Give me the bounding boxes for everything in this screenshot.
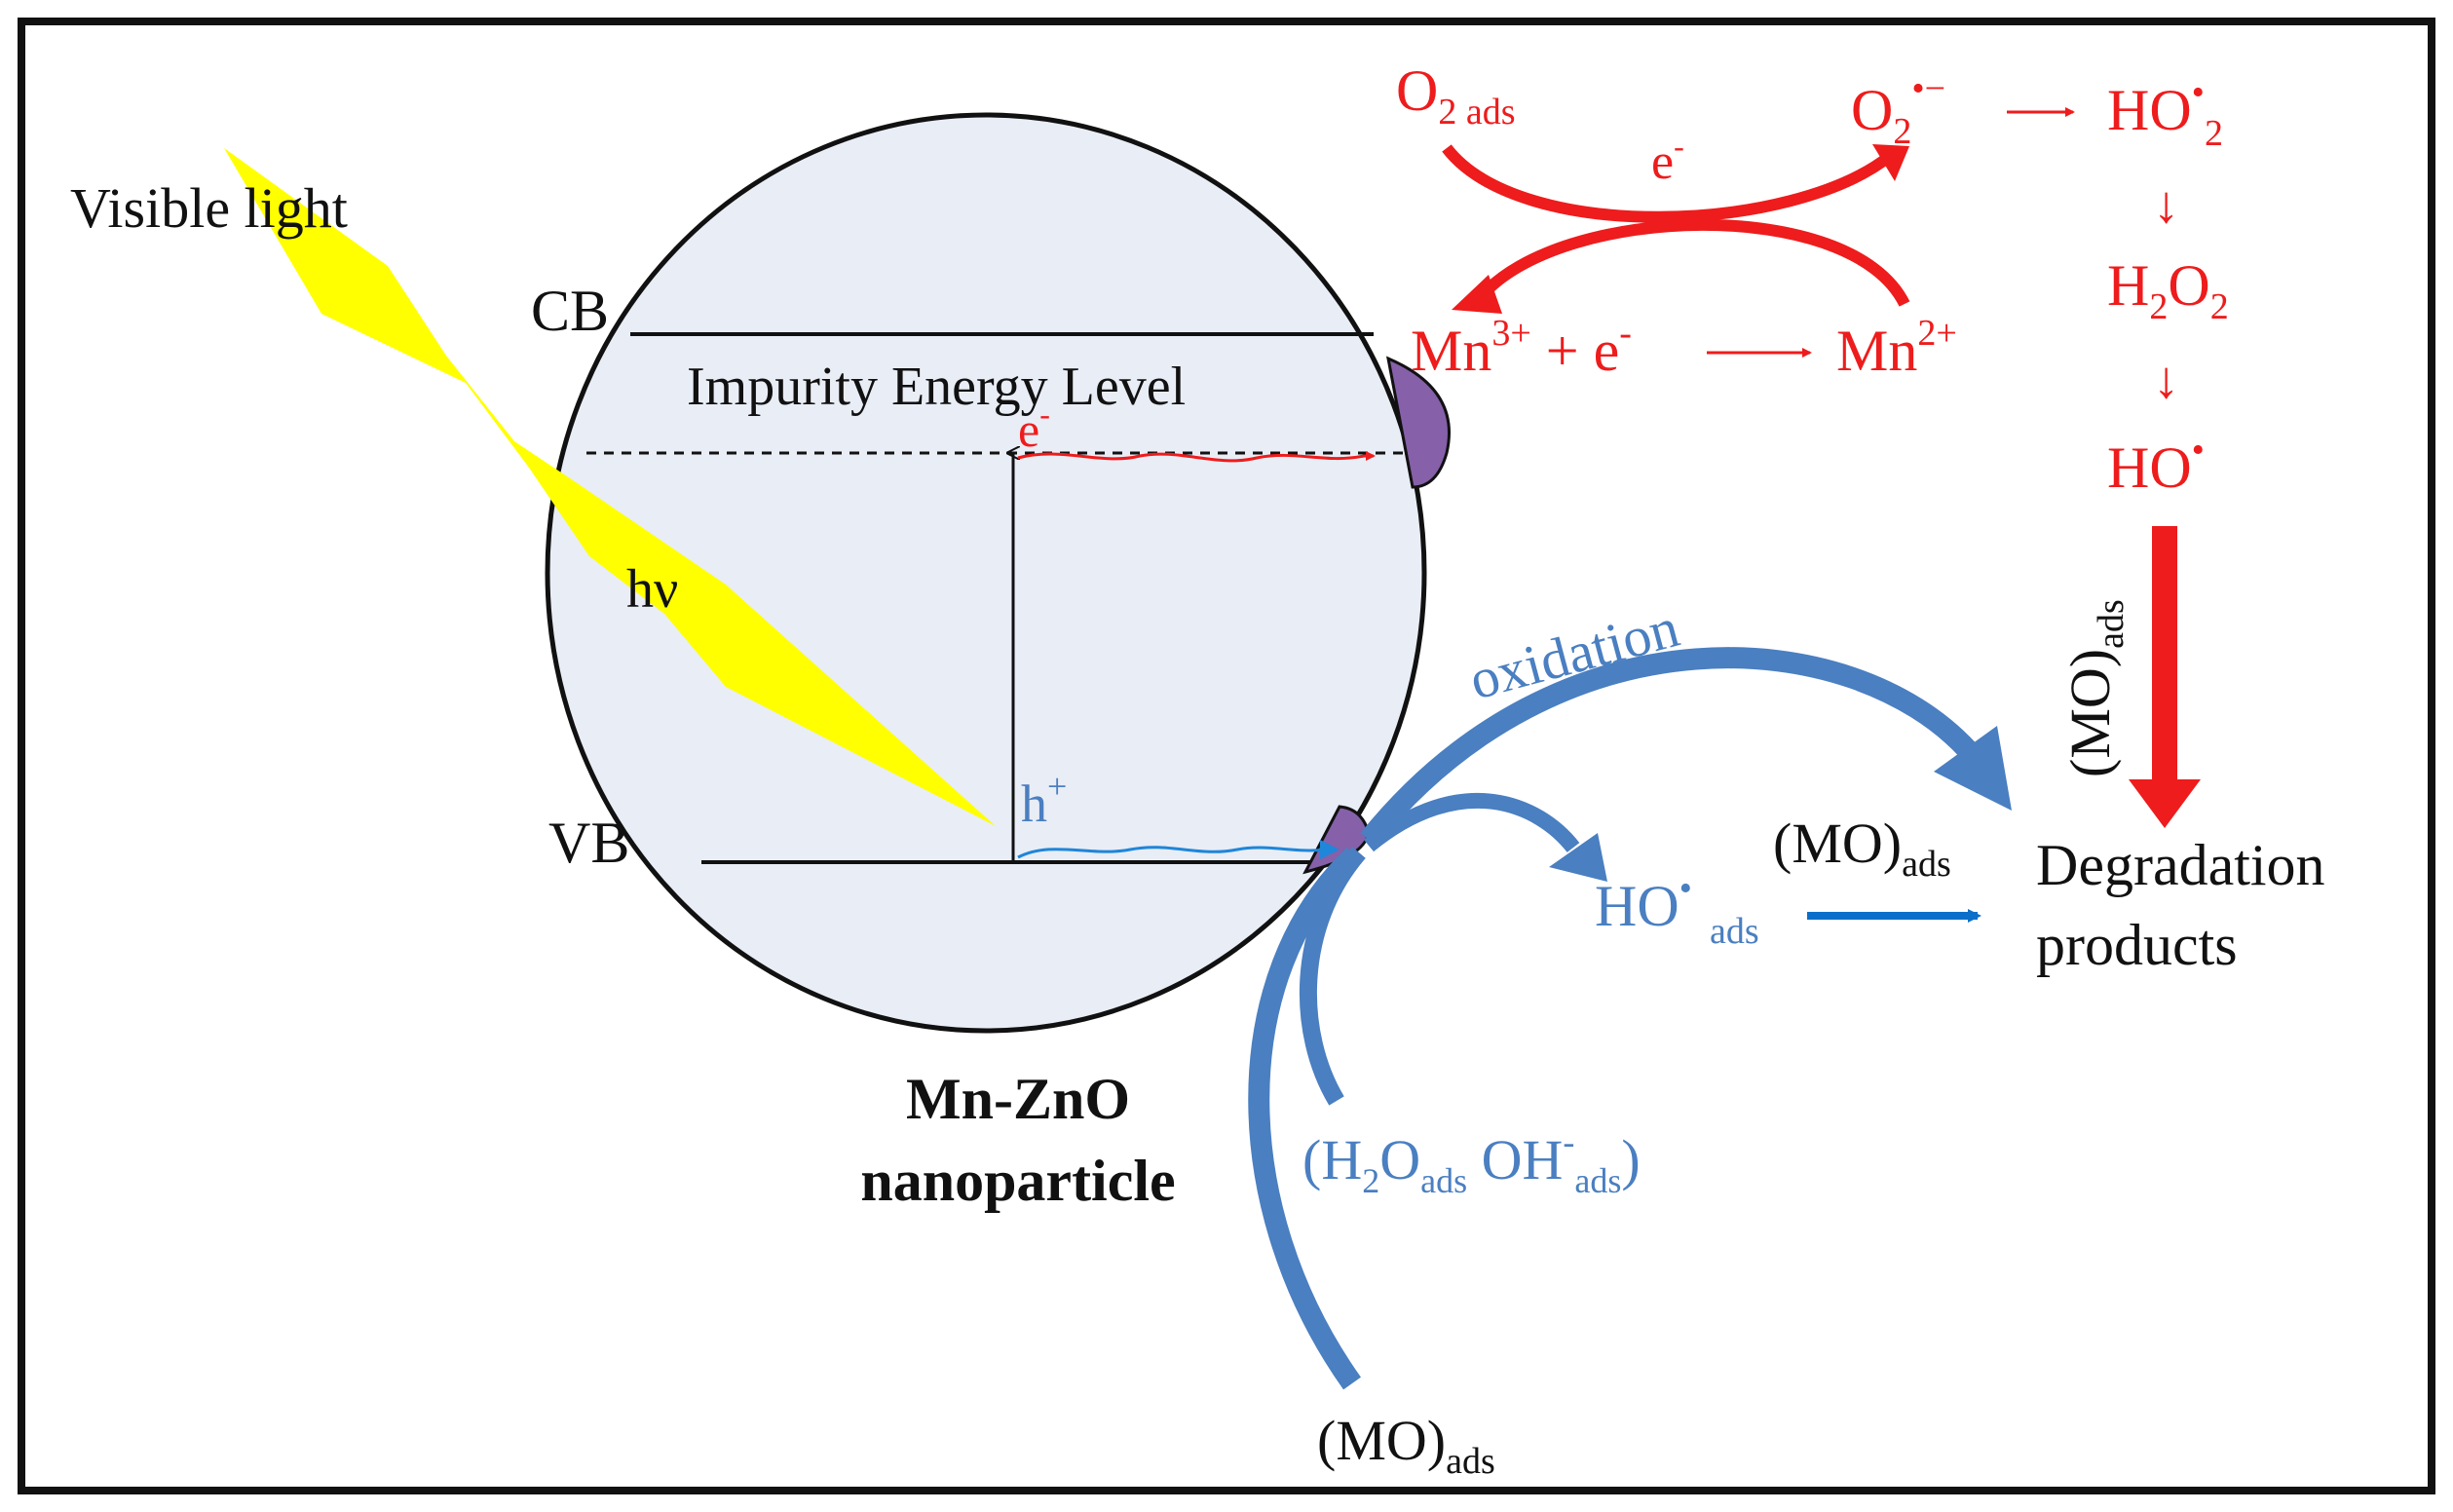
particle-name-line1: Mn-ZnO <box>906 1067 1130 1131</box>
mn2-label: Mn2+ <box>1836 313 1957 383</box>
impurity-energy-level-label: Impurity Energy Level <box>687 357 1186 417</box>
particle-name-line2: nanoparticle <box>860 1149 1175 1213</box>
electron-label: e- <box>1018 397 1050 457</box>
down-arrow-1: ↓ <box>2153 175 2179 234</box>
h2o2-label: H2O2 <box>2107 253 2229 327</box>
vb-label: VB <box>548 811 629 875</box>
water-hydroxide-label: (H2Oads OH-ads) <box>1302 1122 1641 1200</box>
hole-path-arrow <box>1017 846 1326 859</box>
ho-radical-label: HO• <box>2107 430 2205 500</box>
blue-arrow-oxidation-head <box>1934 726 2012 811</box>
thick-red-arrowhead <box>2129 779 2201 828</box>
visible-light-label: Visible light <box>70 176 348 240</box>
red-arc-upper-head <box>1872 144 1909 181</box>
electron-path-arrow <box>1017 451 1376 463</box>
down-arrow-2: ↓ <box>2153 351 2179 409</box>
visible-light-lightning-bolt <box>224 148 996 826</box>
ho-ads-label: HO•ads <box>1595 868 1759 952</box>
blue-arrow-to-ho-ads-head <box>1549 833 1607 882</box>
blue-arrow-to-ho-ads <box>1363 792 1580 853</box>
degradation-products-line2: products <box>2036 913 2238 977</box>
cb-label: CB <box>531 279 609 343</box>
mn-site-upper <box>1386 356 1451 489</box>
blue-arc-from-water <box>1299 847 1366 1106</box>
hole-path-arrowhead <box>1320 840 1340 859</box>
mo-ads-bottom-label: (MO)ads <box>1317 1409 1495 1482</box>
hole-label: h+ <box>1021 767 1067 833</box>
degradation-products-line1: Degradation <box>2036 833 2325 897</box>
mo-ads-label: (MO)ads <box>1773 812 1951 885</box>
mn3-plus-e-label: Mn3+ + e- <box>1411 313 1632 383</box>
red-arc-lower-head <box>1452 275 1502 314</box>
hnu-label: hν <box>626 559 678 620</box>
e-arc-label: e- <box>1651 129 1684 190</box>
blue-arrow-oxidation <box>1360 647 1977 847</box>
nanoparticle-body <box>545 112 1427 1034</box>
mo-ads-vertical-label: (MO)ads <box>2058 599 2132 777</box>
o2-ads-label: O2 ads <box>1396 58 1516 132</box>
ho2-radical-label: HO•2 <box>2107 72 2223 154</box>
o2-radical-label: O2•− <box>1851 68 1945 152</box>
blue-arc-from-mo-bottom <box>1248 847 1362 1390</box>
red-arc-upper <box>1442 144 1894 223</box>
red-arc-lower <box>1476 218 1910 307</box>
